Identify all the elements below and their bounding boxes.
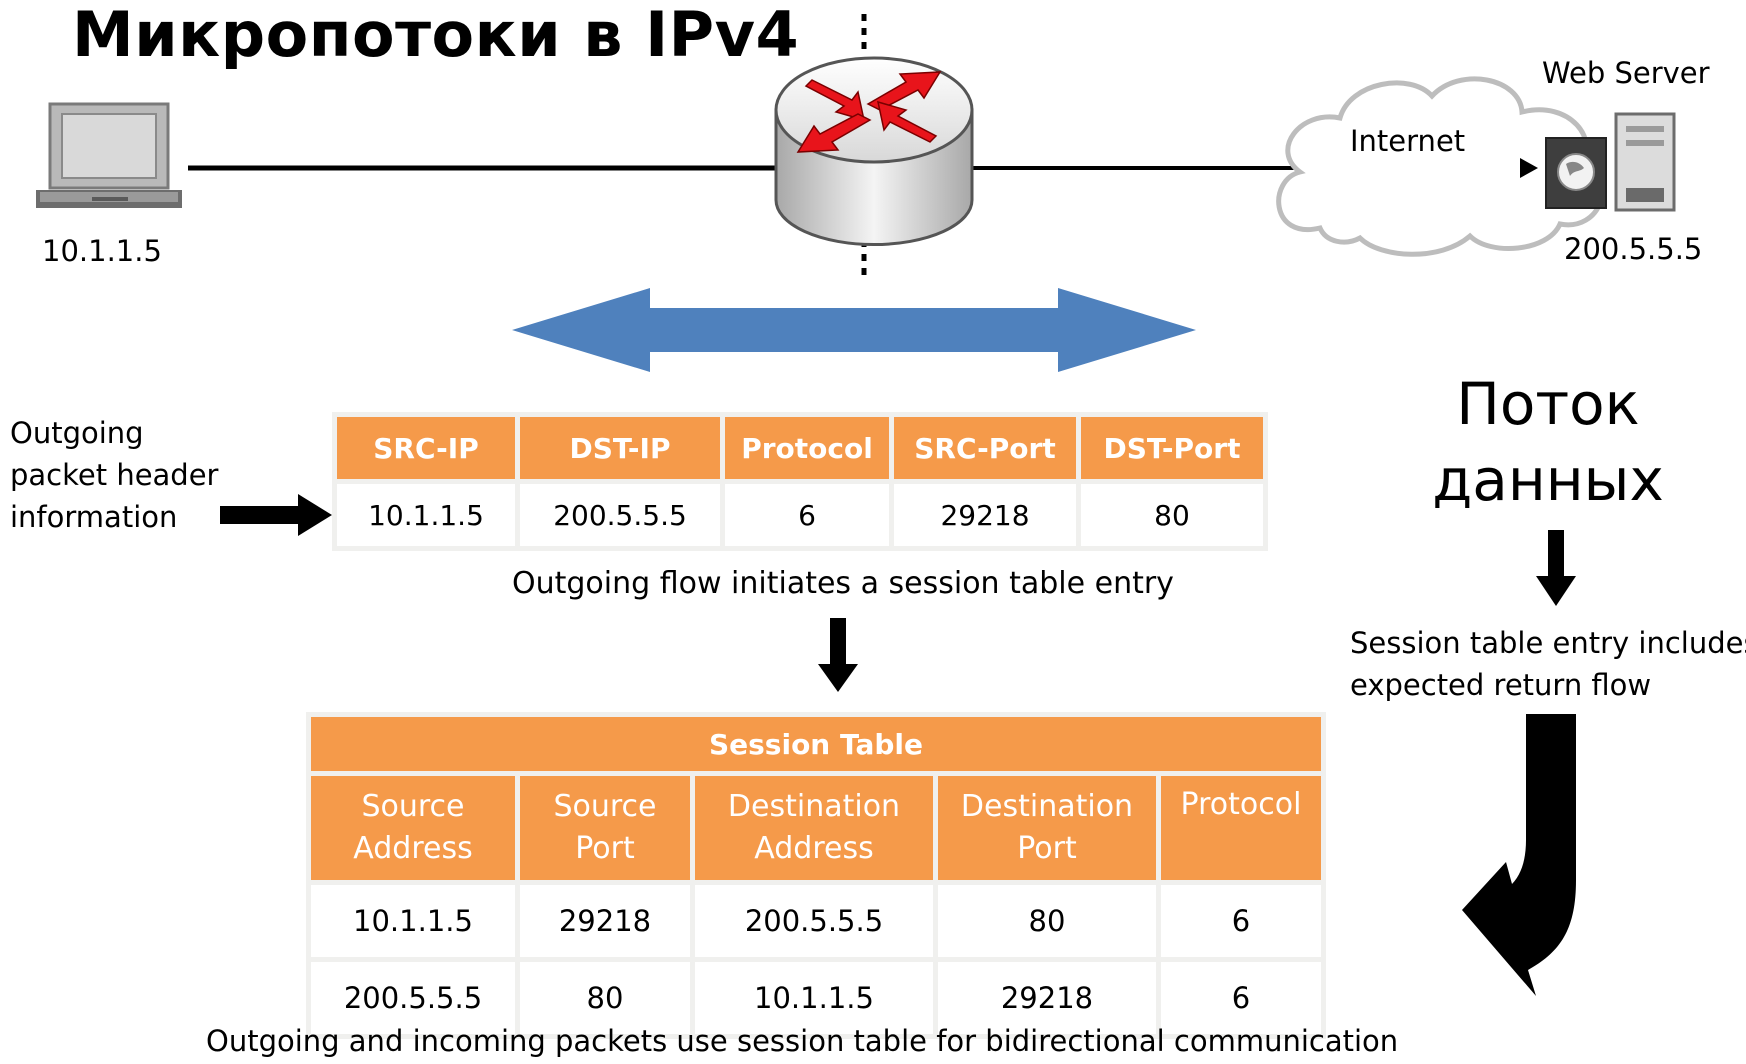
- session-cell: 6: [1161, 885, 1321, 957]
- flow-table-caption: Outgoing flow initiates a session table …: [512, 566, 1174, 601]
- session-cell: 80: [938, 885, 1156, 957]
- session-table-title-row: Session Table: [311, 717, 1321, 771]
- session-table-title: Session Table: [311, 717, 1321, 771]
- internet-label: Internet: [1350, 124, 1466, 158]
- session-cell: 29218: [938, 962, 1156, 1034]
- flow-table-header-row: SRC-IP DST-IP Protocol SRC-Port DST-Port: [337, 417, 1263, 479]
- session-note-line-1: Session table entry includes: [1350, 626, 1746, 660]
- outgoing-line-2: packet header: [10, 458, 219, 492]
- header-line: Destination: [727, 789, 901, 824]
- client-ip-label: 10.1.1.5: [42, 234, 162, 268]
- flow-header-cell: SRC-Port: [894, 417, 1076, 479]
- arrow-down-to-session-table: [818, 618, 858, 692]
- header-line: Source: [361, 789, 465, 824]
- arrow-down-flow: [1536, 530, 1576, 606]
- header-line: Address: [353, 831, 473, 866]
- flow-title-line-1: Поток: [1456, 370, 1640, 438]
- flow-header-cell: DST-IP: [520, 417, 720, 479]
- flow-table: SRC-IP DST-IP Protocol SRC-Port DST-Port…: [332, 412, 1268, 551]
- session-cell: 6: [1161, 962, 1321, 1034]
- session-table-caption: Outgoing and incoming packets use sessio…: [206, 1024, 1399, 1058]
- laptop-icon: [36, 102, 182, 208]
- session-note-line-2: expected return flow: [1350, 668, 1652, 702]
- header-line: Port: [575, 831, 635, 866]
- page-title: Микропотоки в IPv4: [72, 0, 800, 71]
- flow-cell: 200.5.5.5: [520, 484, 720, 546]
- header-line: Destination: [960, 789, 1134, 824]
- session-cell: 200.5.5.5: [695, 885, 933, 957]
- server-label: Web Server: [1542, 56, 1710, 90]
- outgoing-line-1: Outgoing: [10, 416, 144, 450]
- globe-icon: [1545, 137, 1607, 209]
- header-line: Protocol: [1180, 787, 1302, 822]
- flow-header-cell: DST-Port: [1081, 417, 1263, 479]
- flow-header-cell: Protocol: [725, 417, 889, 479]
- header-line: Port: [1017, 831, 1077, 866]
- table-row: 10.1.1.5 200.5.5.5 6 29218 80: [337, 484, 1263, 546]
- arrow-into-flow-table: [220, 494, 332, 536]
- flow-title-line-2: данных: [1432, 446, 1664, 514]
- server-tower-icon: [1614, 112, 1676, 212]
- flow-cell: 6: [725, 484, 889, 546]
- cloud-icon: [1276, 76, 1605, 257]
- server-ip-label: 200.5.5.5: [1564, 232, 1703, 266]
- session-header-cell: Protocol: [1161, 776, 1321, 880]
- session-cell: 10.1.1.5: [311, 885, 515, 957]
- session-cell: 200.5.5.5: [311, 962, 515, 1034]
- arrowhead-to-server: [1520, 158, 1538, 178]
- flow-cell: 80: [1081, 484, 1263, 546]
- bidirectional-arrow: [512, 288, 1196, 372]
- session-note: Session table entry includes expected re…: [1350, 622, 1746, 706]
- flow-cell: 10.1.1.5: [337, 484, 515, 546]
- session-cell: 80: [520, 962, 690, 1034]
- header-line: Address: [754, 831, 874, 866]
- flow-header-cell: SRC-IP: [337, 417, 515, 479]
- session-cell: 29218: [520, 885, 690, 957]
- session-cell: 10.1.1.5: [695, 962, 933, 1034]
- return-flow-arrow: [1462, 714, 1576, 996]
- flow-cell: 29218: [894, 484, 1076, 546]
- table-row: 200.5.5.5 80 10.1.1.5 29218 6: [311, 962, 1321, 1034]
- outgoing-line-3: information: [10, 500, 178, 534]
- flow-title: Поток данных: [1398, 366, 1698, 518]
- outgoing-header-label: Outgoing packet header information: [10, 412, 218, 538]
- header-line: Source: [553, 789, 657, 824]
- router-icon: [774, 56, 974, 247]
- table-row: 10.1.1.5 29218 200.5.5.5 80 6: [311, 885, 1321, 957]
